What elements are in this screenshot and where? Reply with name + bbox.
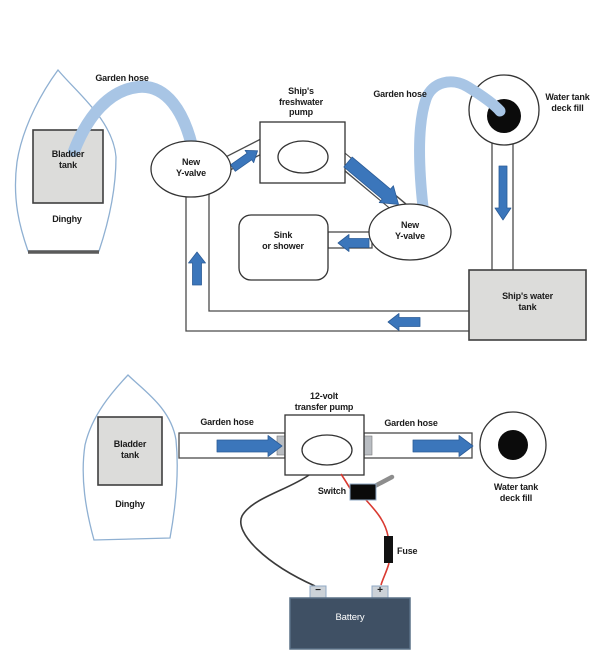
flow-arrow-dinghy-to-pump bbox=[216, 435, 283, 457]
garden-hose-1 bbox=[68, 80, 198, 157]
top-deck-fill-label: Water tank deck fill bbox=[545, 92, 590, 113]
flow-arrow-pump-to-yvalve2 bbox=[343, 156, 399, 205]
garden-hose-2 bbox=[414, 76, 506, 213]
fuse-shape bbox=[384, 536, 393, 563]
freshwater-pump-label: Ship's freshwater pump bbox=[278, 86, 324, 118]
y-valve-1-label: New Y-valve bbox=[176, 157, 206, 178]
freshwater-pump-impeller bbox=[277, 140, 329, 174]
y-valve-1-shape bbox=[150, 140, 232, 198]
top-garden-hose-right-label: Garden hose bbox=[373, 89, 427, 99]
sink-shape bbox=[238, 214, 329, 281]
y-valve-2-label: New Y-valve bbox=[395, 220, 425, 241]
transfer-pump-label: 12-volt transfer pump bbox=[294, 391, 354, 412]
flow-arrow-yvalve2-to-sink bbox=[337, 234, 370, 252]
positive-wire-switch-to-fuse bbox=[365, 499, 389, 537]
ships-water-tank-shape bbox=[468, 269, 587, 341]
battery-negative-symbol: − bbox=[315, 585, 321, 596]
bottom-dinghy-label: Dinghy bbox=[115, 499, 145, 509]
bottom-garden-hose-left-label: Garden hose bbox=[200, 417, 254, 427]
negative-wire bbox=[239, 474, 316, 587]
switch-label: Switch bbox=[317, 486, 346, 496]
flow-arrow-pump-to-deckfill bbox=[412, 435, 474, 457]
flow-arrow-deckfill-down bbox=[494, 165, 512, 221]
battery-shape bbox=[289, 597, 411, 650]
battery-positive-symbol: + bbox=[377, 585, 383, 596]
transfer-pump-impeller bbox=[301, 434, 353, 466]
positive-wire-fuse-to-battery bbox=[380, 562, 390, 586]
ships-water-tank-label: Ship's water tank bbox=[502, 291, 553, 312]
sink-label: Sink or shower bbox=[262, 230, 304, 251]
fuse-label: Fuse bbox=[397, 546, 418, 556]
switch-shape bbox=[349, 483, 377, 501]
bottom-bladder-tank-shape bbox=[97, 416, 163, 486]
bottom-deck-fill-label: Water tank deck fill bbox=[493, 482, 539, 503]
y-valve-2-shape bbox=[368, 203, 452, 261]
top-garden-hose-left-label: Garden hose bbox=[95, 73, 149, 83]
flow-arrow-return-left bbox=[387, 313, 421, 331]
top-dinghy-label: Dinghy bbox=[52, 214, 82, 224]
flow-arrow-yvalve1-to-pump bbox=[230, 149, 258, 172]
top-bladder-tank-shape bbox=[32, 129, 104, 204]
bottom-bladder-tank-label: Bladder tank bbox=[113, 439, 147, 460]
bottom-garden-hose-right-label: Garden hose bbox=[384, 418, 438, 428]
battery-label: Battery bbox=[335, 612, 365, 623]
flow-arrow-return-up bbox=[188, 251, 206, 286]
bottom-deck-fill-inner bbox=[498, 430, 528, 460]
top-bladder-tank-label: Bladder tank bbox=[51, 149, 85, 170]
